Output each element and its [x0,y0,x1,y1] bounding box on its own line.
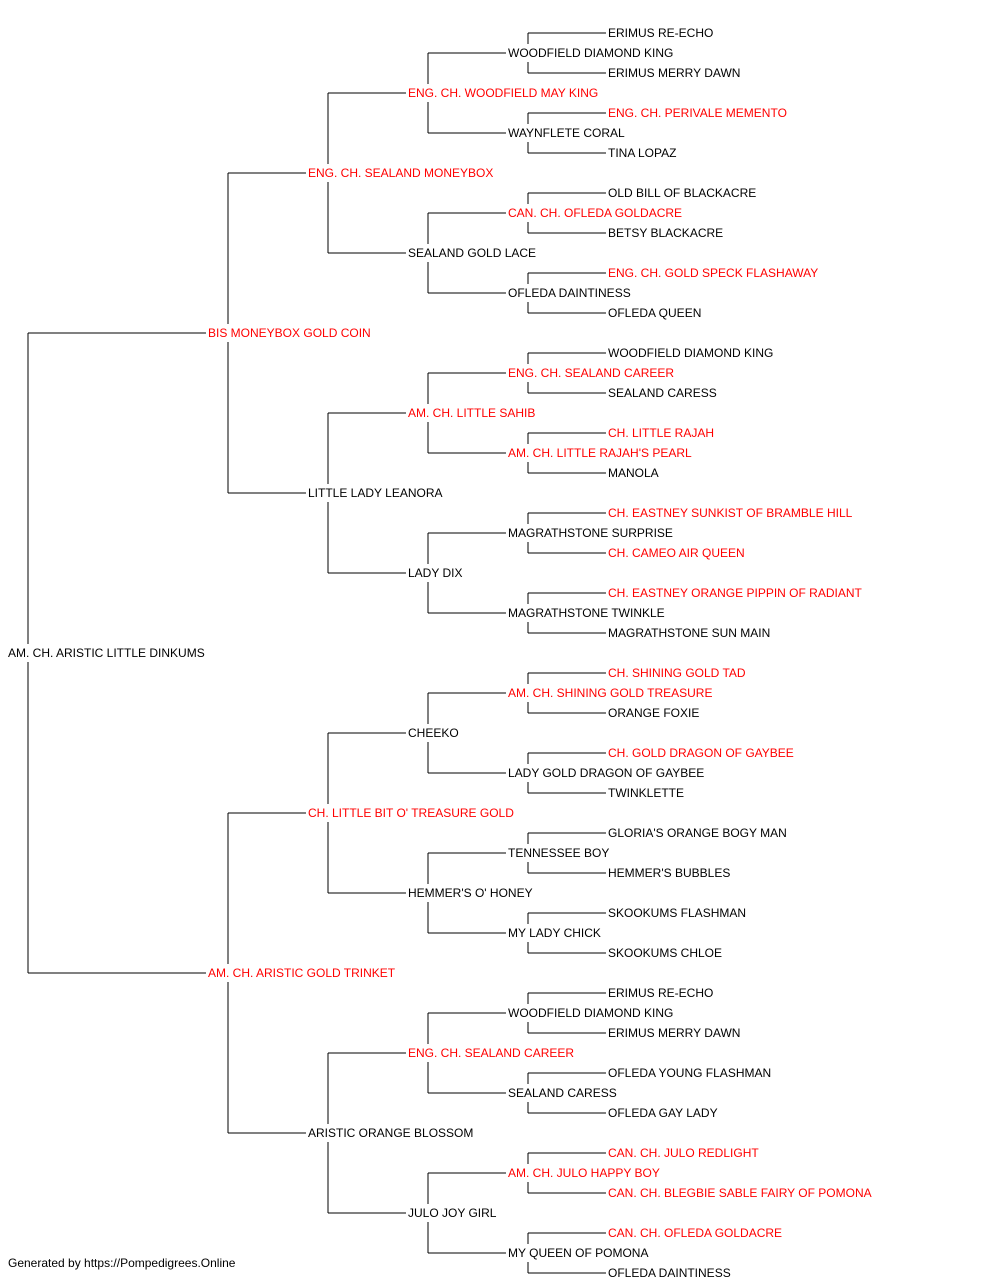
dog-name-dsds: TENNESSEE BOY [508,846,609,860]
dog-name-dsssd: ORANGE FOXIE [608,706,699,720]
dog-name-dsdds: SKOOKUMS FLASHMAN [608,906,746,920]
dog-name-ddsd: SEALAND CARESS [508,1086,617,1100]
dog-name-dddds: CAN. CH. OFLEDA GOLDACRE [608,1226,782,1240]
dog-name-dddsd: CAN. CH. BLEGBIE SABLE FAIRY OF POMONA [608,1186,872,1200]
dog-name-dddss: CAN. CH. JULO REDLIGHT [608,1146,759,1160]
dog-name-sdssd: SEALAND CARESS [608,386,717,400]
dog-name-sddss: CH. EASTNEY SUNKIST OF BRAMBLE HILL [608,506,853,520]
dog-name-dssds: CH. GOLD DRAGON OF GAYBEE [608,746,794,760]
dog-name-ss: ENG. CH. SEALAND MONEYBOX [308,166,493,180]
dog-name-dss: CHEEKO [408,726,459,740]
dog-name-dddd: MY QUEEN OF POMONA [508,1246,648,1260]
dog-name-sds: AM. CH. LITTLE SAHIB [408,406,535,420]
dog-name-ssssd: ERIMUS MERRY DAWN [608,66,740,80]
dog-name-sssdd: TINA LOPAZ [608,146,676,160]
dog-name-ddsss: ERIMUS RE-ECHO [608,986,713,1000]
dog-name-ssdss: OLD BILL OF BLACKACRE [608,186,756,200]
footer-credit: Generated by https://Pompedigrees.Online [8,1256,236,1270]
dog-name-sdsdd: MANOLA [608,466,659,480]
dog-name-sss: ENG. CH. WOODFIELD MAY KING [408,86,598,100]
dog-name-dsdss: GLORIA'S ORANGE BOGY MAN [608,826,787,840]
dog-name-sssss: ERIMUS RE-ECHO [608,26,713,40]
dog-name-dd: ARISTIC ORANGE BLOSSOM [308,1126,473,1140]
dog-name-sddsd: CH. CAMEO AIR QUEEN [608,546,745,560]
dog-name-dsss: AM. CH. SHINING GOLD TREASURE [508,686,712,700]
dog-name-sdddd: MAGRATHSTONE SUN MAIN [608,626,770,640]
dog-name-d: AM. CH. ARISTIC GOLD TRINKET [208,966,396,980]
dog-name-sdsss: WOODFIELD DIAMOND KING [608,346,773,360]
dog-name-sdds: MAGRATHSTONE SURPRISE [508,526,673,540]
dog-name-dsddd: SKOOKUMS CHLOE [608,946,722,960]
dog-name-dsdd: MY LADY CHICK [508,926,601,940]
dog-name-sdsd: AM. CH. LITTLE RAJAH'S PEARL [508,446,692,460]
dog-name-ssss: WOODFIELD DIAMOND KING [508,46,673,60]
dog-name-sddd: MAGRATHSTONE TWINKLE [508,606,665,620]
dog-name-ddss: WOODFIELD DIAMOND KING [508,1006,673,1020]
dog-name-ssddd: OFLEDA QUEEN [608,306,701,320]
dog-name-ddddd: OFLEDA DAINTINESS [608,1266,731,1280]
dog-name-s: BIS MONEYBOX GOLD COIN [208,326,371,340]
dog-name-dssd: LADY GOLD DRAGON OF GAYBEE [508,766,704,780]
dog-name-ddd: JULO JOY GIRL [408,1206,497,1220]
dog-name-ddds: AM. CH. JULO HAPPY BOY [508,1166,660,1180]
dog-name-ddssd: ERIMUS MERRY DAWN [608,1026,740,1040]
dog-name-ds: CH. LITTLE BIT O' TREASURE GOLD [308,806,514,820]
dog-name-sdss: ENG. CH. SEALAND CAREER [508,366,674,380]
dog-name-sd: LITTLE LADY LEANORA [308,486,443,500]
dog-name-ssdds: ENG. CH. GOLD SPECK FLASHAWAY [608,266,818,280]
dog-name-subject: AM. CH. ARISTIC LITTLE DINKUMS [8,646,205,660]
dog-name-dds: ENG. CH. SEALAND CAREER [408,1046,574,1060]
dog-name-ddsds: OFLEDA YOUNG FLASHMAN [608,1066,771,1080]
dog-name-sddds: CH. EASTNEY ORANGE PIPPIN OF RADIANT [608,586,862,600]
dog-name-ssdd: OFLEDA DAINTINESS [508,286,631,300]
dog-name-ssdsd: BETSY BLACKACRE [608,226,723,240]
dog-name-sdsds: CH. LITTLE RAJAH [608,426,714,440]
dog-name-sssds: ENG. CH. PERIVALE MEMENTO [608,106,787,120]
dog-name-ssds: CAN. CH. OFLEDA GOLDACRE [508,206,682,220]
dog-name-dssss: CH. SHINING GOLD TAD [608,666,746,680]
dog-name-dsd: HEMMER'S O' HONEY [408,886,533,900]
dog-name-ssd: SEALAND GOLD LACE [408,246,536,260]
dog-name-sssd: WAYNFLETE CORAL [508,126,625,140]
dog-name-sdd: LADY DIX [408,566,462,580]
dog-name-ddsdd: OFLEDA GAY LADY [608,1106,718,1120]
dog-name-dsdsd: HEMMER'S BUBBLES [608,866,730,880]
dog-name-dssdd: TWINKLETTE [608,786,684,800]
